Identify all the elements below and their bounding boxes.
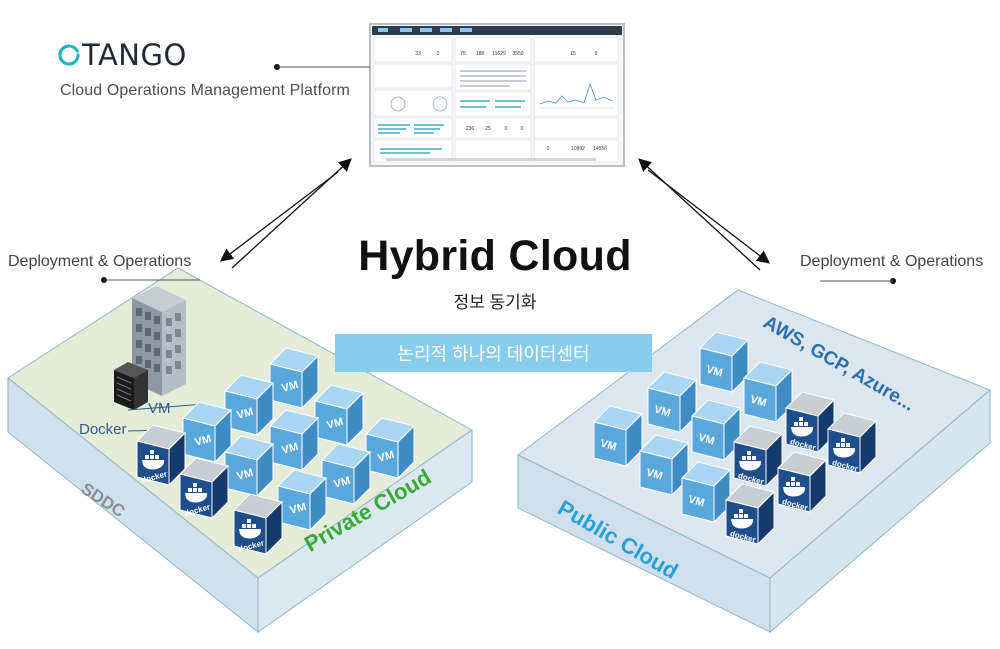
sync-arrows-right bbox=[638, 158, 771, 271]
svg-text:VM: VM bbox=[281, 441, 300, 457]
svg-text:VM: VM bbox=[653, 404, 672, 420]
vm-cube: VM bbox=[224, 435, 274, 497]
vm-cube: VM bbox=[314, 384, 364, 446]
dash-stat: 25 bbox=[485, 126, 491, 132]
deployment-operations-left: Deployment & Operations bbox=[8, 253, 192, 270]
svg-text:VM: VM bbox=[697, 432, 716, 448]
dash-stat: 0 bbox=[547, 146, 550, 152]
tango-logo: TANGO bbox=[58, 38, 187, 72]
public-cloud-cubes: VM VM VM VM VM docker docker VM docker d… bbox=[593, 331, 877, 545]
docker-cube: docker bbox=[136, 424, 186, 486]
deployment-operations-right: Deployment & Operations bbox=[800, 253, 984, 270]
server-rack-icon bbox=[114, 362, 148, 410]
svg-text:VM: VM bbox=[326, 416, 345, 432]
svg-text:VM: VM bbox=[236, 467, 255, 483]
svg-text:VM: VM bbox=[749, 394, 768, 410]
svg-text:VM: VM bbox=[281, 379, 300, 395]
dash-stat: 236 bbox=[466, 126, 475, 132]
svg-text:VM: VM bbox=[194, 433, 213, 449]
vm-cube: VM bbox=[224, 374, 274, 436]
svg-text:VM: VM bbox=[705, 364, 724, 380]
vm-label-connector bbox=[127, 403, 206, 411]
vm-cube: VM bbox=[647, 371, 697, 433]
docker-cube: docker bbox=[179, 457, 229, 519]
vm-cube: VM bbox=[593, 405, 643, 467]
docker-cube: docker bbox=[733, 425, 783, 487]
logical-datacenter-banner: 논리적 하나의 데이터센터 bbox=[335, 334, 652, 372]
docker-cube: docker bbox=[777, 451, 827, 513]
svg-text:VM: VM bbox=[236, 406, 255, 422]
dash-stat: 33 bbox=[415, 51, 421, 57]
dash-stat: 75 bbox=[460, 51, 466, 57]
vm-cube: VM bbox=[269, 347, 319, 409]
svg-text:VM: VM bbox=[377, 449, 396, 465]
diagram-subtitle: 정보 동기화 bbox=[453, 293, 537, 312]
vm-cube: VM bbox=[681, 461, 731, 523]
svg-text:VM: VM bbox=[599, 438, 618, 454]
tango-logo-icon bbox=[58, 44, 80, 66]
dashboard-screenshot: 33 0 75 188 11629 3550 15 9 236 25 0 0 0… bbox=[369, 23, 625, 167]
deployment-left-connector bbox=[101, 277, 200, 283]
svg-text:VM: VM bbox=[687, 494, 706, 510]
logo-text: TANGO bbox=[82, 38, 187, 72]
platform-name: Cloud Operations Management Platform bbox=[60, 82, 350, 99]
dash-stat: 0 bbox=[505, 126, 508, 132]
platform-connector bbox=[274, 64, 370, 70]
docker-cube: docker bbox=[233, 493, 283, 555]
dash-stat: 188 bbox=[476, 51, 485, 57]
vm-cube: VM bbox=[743, 361, 793, 423]
docker-label: Docker bbox=[79, 421, 127, 438]
vm-cube: VM bbox=[182, 401, 232, 463]
vm-label: VM bbox=[148, 400, 171, 417]
vm-cube: VM bbox=[639, 434, 689, 496]
vm-cube: VM bbox=[269, 409, 319, 471]
dash-stat: 9 bbox=[595, 51, 598, 57]
dash-stat: 15 bbox=[570, 51, 576, 57]
svg-text:VM: VM bbox=[645, 467, 664, 483]
dash-stat: 10992 bbox=[571, 146, 585, 152]
banner-text: 논리적 하나의 데이터센터 bbox=[397, 344, 590, 364]
docker-cube: docker bbox=[725, 483, 775, 545]
dash-stat: 0 bbox=[521, 126, 524, 132]
dash-stat: 0 bbox=[437, 51, 440, 57]
vm-cube: VM bbox=[365, 417, 415, 479]
dash-stat: 14556 bbox=[593, 146, 607, 152]
vm-cube: VM bbox=[321, 443, 371, 505]
vm-cube: VM bbox=[691, 399, 741, 461]
deployment-right-connector bbox=[820, 278, 896, 284]
vm-cube: VM bbox=[277, 469, 327, 531]
diagram-title: Hybrid Cloud bbox=[358, 232, 632, 280]
datacenter-building-icon bbox=[132, 286, 186, 396]
dash-stat: 3550 bbox=[512, 51, 523, 57]
sync-arrows-left bbox=[219, 158, 352, 269]
svg-text:VM: VM bbox=[289, 501, 308, 517]
private-cloud-cubes: VM VM VM VM VM VM docker VM VM docker VM… bbox=[136, 347, 415, 555]
dash-stat: 11629 bbox=[492, 51, 506, 57]
svg-text:VM: VM bbox=[333, 475, 352, 491]
vm-cube: VM bbox=[699, 331, 749, 393]
docker-cube: docker bbox=[827, 412, 877, 474]
docker-cube: docker bbox=[785, 391, 835, 453]
